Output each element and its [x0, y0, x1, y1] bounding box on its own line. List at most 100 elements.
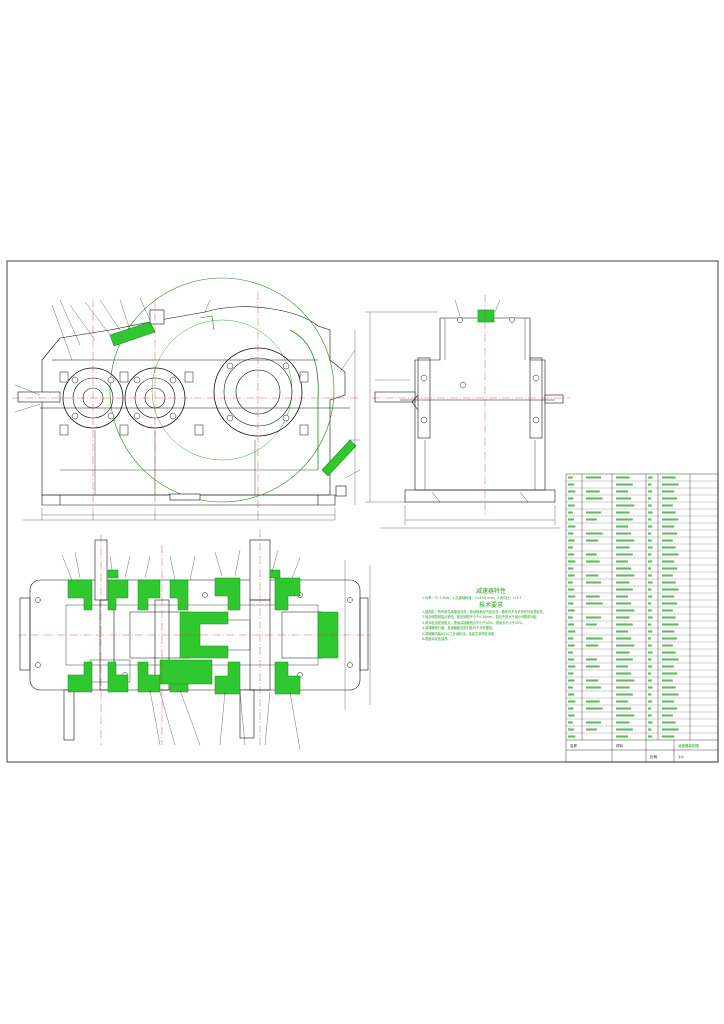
- parts-list-entry-mark: [568, 665, 576, 668]
- parts-list-entry-mark: [568, 504, 575, 507]
- parts-list-entry-mark: [616, 553, 633, 556]
- parts-list-entry-mark: [616, 567, 632, 570]
- parts-list-entry-mark: [616, 679, 635, 682]
- parts-list-entry-mark: [568, 539, 575, 542]
- title-block-scale-value: 1:2: [678, 755, 684, 759]
- parts-list-entry-mark: [662, 560, 675, 563]
- parts-list-entry-mark: [648, 616, 653, 619]
- parts-list-entry-mark: [648, 602, 651, 605]
- parts-list-entry-mark: [586, 665, 600, 668]
- parts-list-entry-mark: [568, 609, 575, 612]
- parts-list-entry-mark: [616, 665, 628, 668]
- title-block-drawing-number: 减速器装配图: [678, 743, 699, 748]
- features-heading: 减速器特性: [475, 588, 506, 595]
- requirement-line: 4.减速器剖分面、各接触面及密封处均不允许漏油；: [422, 626, 496, 630]
- parts-list-entry-mark: [568, 497, 574, 500]
- parts-list-entry-mark: [586, 595, 600, 598]
- parts-list-entry-mark: [616, 658, 633, 661]
- parts-list-entry-mark: [648, 504, 652, 507]
- parts-list-entry-mark: [616, 595, 628, 598]
- title-block-material-label: 材料: [616, 743, 624, 748]
- parts-list-entry-mark: [616, 483, 633, 486]
- parts-list-entry-mark: [662, 595, 675, 598]
- parts-list-entry-mark: [662, 497, 678, 500]
- parts-list-entry-mark: [648, 560, 653, 563]
- parts-list-entry-mark: [662, 504, 673, 507]
- top-view-leaders: [61, 549, 371, 751]
- parts-list-entry-mark: [616, 511, 630, 514]
- parts-list-entry-mark: [568, 707, 574, 710]
- parts-list-entry-mark: [662, 546, 676, 549]
- side-view: [374, 309, 564, 503]
- parts-list-entry-mark: [616, 714, 635, 717]
- parts-list-entry-mark: [586, 602, 603, 605]
- parts-list-entry-mark: [648, 567, 651, 570]
- parts-list-entry-mark: [586, 721, 602, 724]
- parts-list-entry-mark: [662, 490, 675, 493]
- parts-list-entry-mark: [616, 735, 628, 738]
- parts-list-entry-mark: [648, 721, 653, 724]
- parts-list-entry-mark: [616, 623, 633, 626]
- parts-list-entry-mark: [662, 630, 675, 633]
- parts-list-entry-mark: [616, 637, 632, 640]
- parts-list-entry-mark: [568, 581, 573, 584]
- parts-list-entry-mark: [662, 693, 679, 696]
- parts-list-entry-mark: [662, 525, 675, 528]
- side-view-center-lines: [372, 295, 570, 515]
- parts-list-entry-mark: [662, 686, 676, 689]
- parts-list-entry-mark: [568, 623, 575, 626]
- parts-list-entry-mark: [616, 700, 628, 703]
- parts-list-entry-mark: [648, 658, 652, 661]
- parts-list-entry-mark: [616, 476, 630, 479]
- parts-list-entry-mark: [648, 539, 652, 542]
- parts-list-entry-mark: [616, 686, 630, 689]
- parts-list-entry-mark: [648, 672, 651, 675]
- parts-list-entry-mark: [616, 539, 635, 542]
- parts-list-entry-mark: [586, 616, 602, 619]
- parts-list-entry-mark: [616, 546, 630, 549]
- parts-list-entry-mark: [568, 588, 575, 591]
- requirement-line: 1.装配前，所有零件用煤油清洗，滚动轴承用汽油清洗，箱体内不允许有任何杂物存在；: [422, 609, 547, 614]
- parts-list-entry-mark: [586, 560, 600, 563]
- parts-list-entry-mark: [616, 490, 628, 493]
- parts-list-entry-mark: [662, 658, 679, 661]
- side-view-dimensions: [365, 299, 560, 529]
- technical-notes: 减速器特性 1.功率：P=7.5kW；2.高速轴转速：n=970r/min；3.…: [422, 588, 560, 643]
- parts-list-entry-mark: [616, 651, 630, 654]
- parts-list-entry-mark: [586, 679, 599, 682]
- parts-list-entry-mark: [586, 553, 597, 556]
- parts-list-entry-mark: [648, 714, 652, 717]
- parts-list-entry-mark: [568, 644, 575, 647]
- requirement-line: 6.表面涂灰色油漆。: [422, 637, 451, 641]
- parts-list-entry-mark: [662, 567, 678, 570]
- parts-list-entry-mark: [568, 651, 573, 654]
- parts-list-entry-mark: [648, 483, 652, 486]
- parts-list-entry-mark: [568, 532, 574, 535]
- requirements-heading: 技术要求: [478, 601, 503, 609]
- parts-list-entry-mark: [616, 504, 635, 507]
- top-view-center-lines: [18, 530, 370, 745]
- features-line: 1.功率：P=7.5kW；2.高速轴转速：n=970r/min；3.传动比：i=…: [422, 596, 522, 600]
- parts-list-entry-mark: [648, 707, 651, 710]
- parts-list-entry-mark: [568, 483, 575, 486]
- parts-list-entry-mark: [586, 581, 602, 584]
- parts-list-entry-mark: [662, 679, 673, 682]
- parts-list-entry-mark: [568, 672, 574, 675]
- parts-list-entry-mark: [568, 490, 576, 493]
- parts-list-entry-mark: [568, 693, 575, 696]
- parts-list-entry-mark: [662, 637, 678, 640]
- parts-list-entry-mark: [586, 707, 603, 710]
- parts-list-entry-mark: [648, 728, 652, 731]
- parts-list-entry-mark: [568, 714, 575, 717]
- parts-list-entry-mark: [616, 644, 635, 647]
- parts-list-entry-mark: [586, 637, 603, 640]
- parts-list-entry-mark: [648, 623, 652, 626]
- parts-list-entries: [568, 476, 679, 738]
- top-view-sections: [67, 569, 339, 695]
- parts-list-entry-mark: [616, 728, 633, 731]
- parts-list-entry-mark: [648, 700, 653, 703]
- parts-list-entry-mark: [586, 539, 599, 542]
- parts-list-entry-mark: [662, 602, 678, 605]
- parts-list-entry-mark: [662, 476, 676, 479]
- parts-list-entry-mark: [662, 735, 675, 738]
